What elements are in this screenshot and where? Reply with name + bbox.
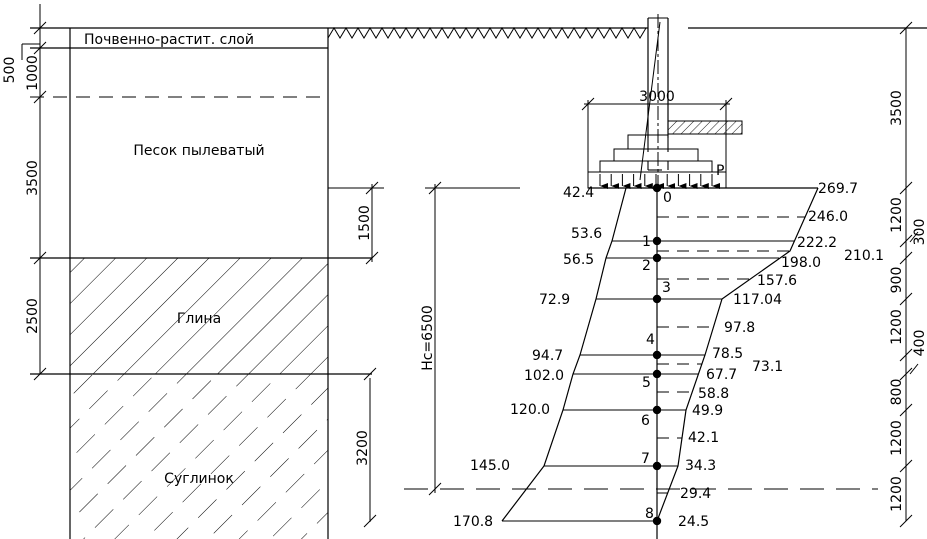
sigma-zg-label: 42.4: [563, 185, 594, 201]
sigma-zg-label: 170.8: [453, 514, 493, 530]
sigma-zp-label: 78.5: [712, 346, 743, 362]
sigma-zg-label: 145.0: [470, 458, 510, 474]
ground-surface-hatch: [327, 27, 647, 39]
point-number-label: 7: [641, 451, 650, 467]
sigma-zg-label: 94.7: [532, 348, 563, 364]
rdim-1200-d: 1200: [889, 476, 905, 512]
rdim-3500: 3500: [889, 90, 905, 126]
sigma-zp-label: 269.7: [818, 181, 858, 197]
sigma-zg-label: 53.6: [571, 226, 602, 242]
dim-1500: 1500: [357, 205, 373, 241]
sigma-zp-label: 222.2: [797, 235, 837, 251]
dim-500: 500: [2, 57, 18, 84]
stress-diagram-marks: 0 42.4 1 53.6 2 56.5 3 72.9 4 94.7 5 102.0 6 120.0 7 14…: [453, 181, 884, 530]
sigma-zp-label: 42.1: [688, 430, 719, 446]
rdim-1200-a: 1200: [889, 197, 905, 233]
sigma-zp-label: 117.04: [733, 292, 782, 308]
left-dimension-chain: 500 1000 3500 2500: [2, 4, 47, 381]
sigma-zg-label: 102.0: [524, 368, 564, 384]
sigma-zp-label: 58.8: [698, 386, 729, 402]
compressible-depth-dimension: Hc=6500: [420, 181, 520, 496]
rdim-800: 800: [889, 379, 905, 406]
sigma-zp-label: 157.6: [757, 273, 797, 289]
computation-point: [652, 516, 662, 526]
sigma-zg-label: 56.5: [563, 252, 594, 268]
sigma-zp-label: 246.0: [808, 209, 848, 225]
sigma-zg-label: 120.0: [510, 402, 550, 418]
point-number-label: 6: [641, 413, 650, 429]
right-dimension-chain: 3500 1200 900 1200 800 1200 1200 300 400: [889, 21, 927, 528]
sigma-zp-label: 29.4: [680, 486, 711, 502]
point-number-label: 0: [663, 190, 672, 206]
rdim-1200-c: 1200: [889, 420, 905, 456]
sigma-zp-label: 198.0: [781, 255, 821, 271]
dim-3500: 3500: [25, 160, 41, 196]
sigma-zp-label: 97.8: [724, 320, 755, 336]
soil-column: Почвенно-растит. слой Песок пылеватый Гл…: [30, 27, 648, 539]
sigma-zp-label: 34.3: [685, 458, 716, 474]
point-number-label: 5: [642, 375, 651, 391]
point-number-label: 3: [662, 280, 671, 296]
point-number-label: 1: [642, 234, 651, 250]
layer-label-clay: Глина: [177, 311, 221, 327]
rdim-900: 900: [889, 267, 905, 294]
point-number-label: 4: [646, 332, 655, 348]
dim-2500: 2500: [25, 298, 41, 334]
foundation-width: 3000: [639, 89, 675, 105]
sigma-zp-label: 24.5: [678, 514, 709, 530]
computation-point: [652, 183, 662, 193]
rdim-300: 300: [912, 219, 927, 246]
rdim-1200-b: 1200: [889, 309, 905, 345]
sigma-zg-label: 72.9: [539, 292, 570, 308]
point-number-label: 2: [642, 258, 651, 274]
layer-label-sand: Песок пылеватый: [133, 143, 264, 159]
load-label: P: [716, 163, 724, 179]
dim-1000: 1000: [25, 55, 41, 91]
point-number-label: 8: [645, 506, 654, 522]
dim-3200: 3200: [355, 430, 371, 466]
sigma-zp-label: 73.1: [752, 359, 783, 375]
middle-dimensions: 1500 3200: [328, 181, 384, 528]
rdim-400: 400: [912, 330, 927, 357]
sigma-zp-label: 49.9: [692, 403, 723, 419]
loam-hatch: [70, 374, 328, 539]
clay-hatch: [70, 258, 328, 374]
layer-label-loam: Суглинок: [164, 471, 234, 487]
hc-label: Hc=6500: [420, 305, 436, 371]
sigma-zp-label: 67.7: [706, 367, 737, 383]
layer-label-topsoil: Почвенно-растит. слой: [84, 32, 254, 48]
sigma-zp-label: 210.1: [844, 248, 884, 264]
foundation: 3000 P: [581, 14, 927, 189]
